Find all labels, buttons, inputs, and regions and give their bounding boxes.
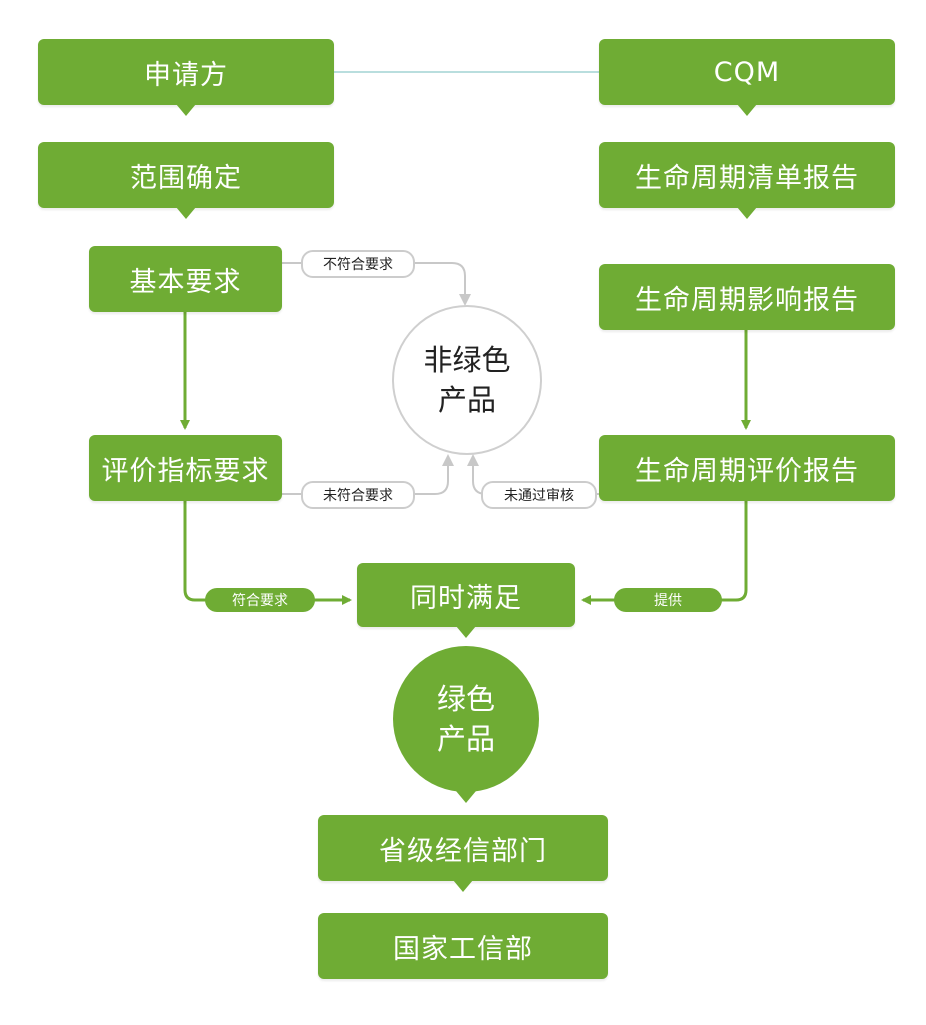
node-scope-label: 范围确定 bbox=[130, 162, 242, 194]
node-basic-requirements-label: 基本要求 bbox=[129, 266, 242, 298]
node-applicant: 申请方 bbox=[38, 39, 334, 116]
circle-green-line1: 绿色 bbox=[436, 682, 495, 716]
arrow-evaluation-to-simultaneous bbox=[581, 500, 748, 605]
node-evaluation-report: 生命周期评价报告 bbox=[599, 435, 895, 501]
label-unmet: 未符合要求 bbox=[301, 481, 415, 509]
node-inventory-report: 生命周期清单报告 bbox=[599, 142, 895, 219]
label-not-conform-text: 不符合要求 bbox=[323, 257, 393, 273]
arrow-indicator-to-simultaneous bbox=[183, 500, 352, 605]
circle-green-product: 绿色 产品 bbox=[393, 646, 539, 803]
node-basic-requirements: 基本要求 bbox=[89, 246, 282, 312]
label-conform-text: 符合要求 bbox=[232, 593, 288, 609]
node-national-dept: 国家工信部 bbox=[318, 913, 608, 979]
arrow-basic-to-nongreen bbox=[282, 262, 471, 306]
node-cqm: CQM bbox=[599, 39, 895, 116]
node-national-dept-label: 国家工信部 bbox=[393, 933, 533, 965]
label-unmet-text: 未符合要求 bbox=[323, 488, 393, 504]
node-indicator-requirements-label: 评价指标要求 bbox=[101, 455, 270, 487]
circle-non-green-product: 非绿色 产品 bbox=[392, 305, 542, 455]
circle-green-line2: 产品 bbox=[436, 722, 495, 756]
node-indicator-requirements: 评价指标要求 bbox=[89, 435, 282, 501]
node-inventory-report-label: 生命周期清单报告 bbox=[635, 162, 859, 194]
node-provincial-dept-label: 省级经信部门 bbox=[379, 835, 547, 867]
node-applicant-label: 申请方 bbox=[144, 59, 228, 91]
node-impact-report-label: 生命周期影响报告 bbox=[635, 284, 859, 316]
label-conform: 符合要求 bbox=[205, 588, 315, 612]
node-scope: 范围确定 bbox=[38, 142, 334, 219]
node-simultaneous-label: 同时满足 bbox=[410, 582, 522, 614]
label-not-passed-text: 未通过审核 bbox=[504, 488, 574, 504]
arrow-indicator-to-nongreen bbox=[282, 454, 454, 495]
circle-non-green-line2: 产品 bbox=[437, 383, 496, 417]
circle-non-green-line1: 非绿色 bbox=[423, 343, 511, 377]
label-not-conform: 不符合要求 bbox=[301, 250, 415, 278]
node-evaluation-report-label: 生命周期评价报告 bbox=[635, 455, 859, 487]
node-simultaneous: 同时满足 bbox=[357, 563, 575, 638]
label-not-passed: 未通过审核 bbox=[481, 481, 597, 509]
node-provincial-dept: 省级经信部门 bbox=[318, 815, 608, 892]
label-provide-text: 提供 bbox=[654, 593, 682, 609]
node-impact-report: 生命周期影响报告 bbox=[599, 264, 895, 330]
label-provide: 提供 bbox=[614, 588, 722, 612]
node-cqm-label: CQM bbox=[713, 56, 781, 88]
